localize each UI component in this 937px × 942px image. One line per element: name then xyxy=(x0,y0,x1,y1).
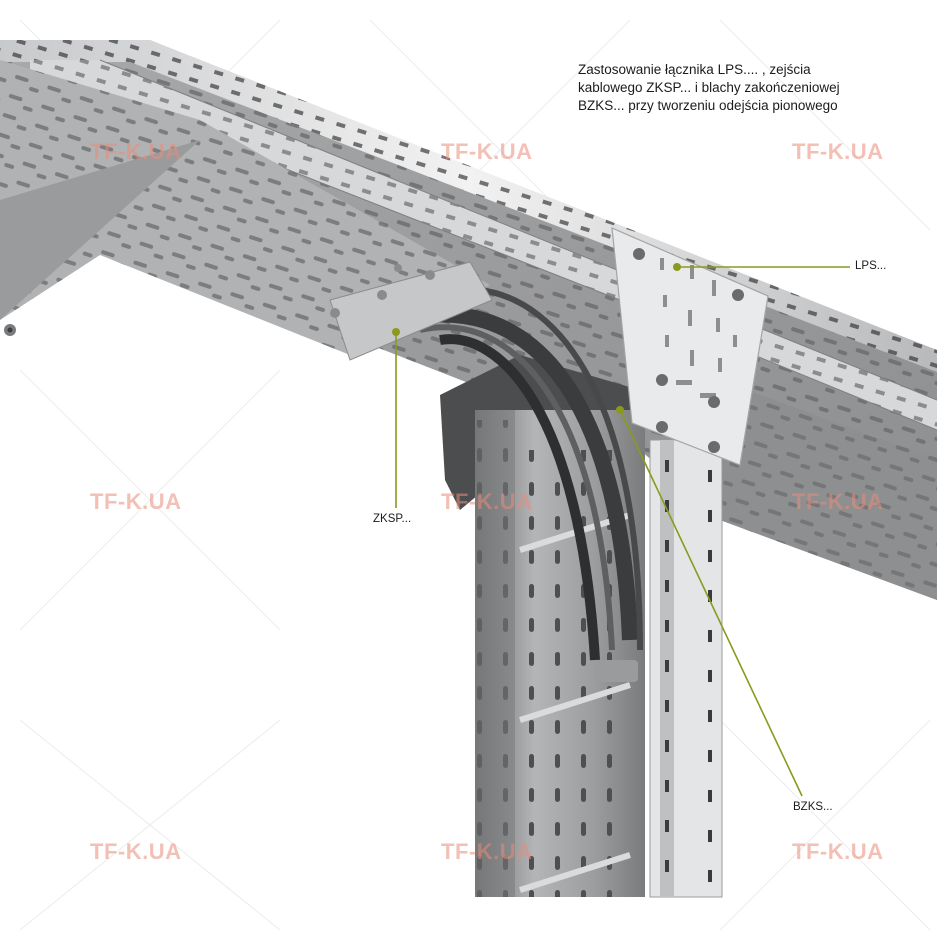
zksp-leader-dot xyxy=(392,328,400,336)
leader-dots xyxy=(392,263,681,414)
lps-connector-plate xyxy=(611,227,769,466)
watermark: TF-K.UA xyxy=(441,489,533,514)
description-line: Zastosowanie łącznika LPS.... , zejścia xyxy=(578,62,811,77)
watermark: TF-K.UA xyxy=(441,839,533,864)
description-line: kablowego ZKSP... i blachy zakończeniowe… xyxy=(578,80,840,95)
bzks-label: BZKS... xyxy=(793,801,833,813)
bzks-rail xyxy=(598,439,723,898)
watermark-grid xyxy=(19,19,931,931)
description-line: BZKS... przy tworzeniu odejścia pionoweg… xyxy=(578,98,838,113)
watermark: TF-K.UA xyxy=(792,139,884,164)
watermark: TF-K.UA xyxy=(90,139,182,164)
lps-label: LPS... xyxy=(855,260,887,272)
leader-lines xyxy=(395,266,850,797)
left-tray-section xyxy=(0,60,490,355)
description-text: Zastosowanie łącznika LPS.... , zejścia … xyxy=(578,61,908,115)
zksp-plate xyxy=(329,261,493,361)
watermark: TF-K.UA xyxy=(792,839,884,864)
bzks-leader-dot xyxy=(616,406,624,414)
lps-leader-dot xyxy=(673,263,681,271)
watermark: TF-K.UA xyxy=(441,139,533,164)
watermark: TF-K.UA xyxy=(90,839,182,864)
watermark: TF-K.UA xyxy=(90,489,182,514)
zksp-curve xyxy=(398,287,643,661)
zksp-label: ZKSP... xyxy=(373,513,412,525)
watermark: TF-K.UA xyxy=(792,489,884,514)
bzks-leader-line xyxy=(619,409,803,797)
